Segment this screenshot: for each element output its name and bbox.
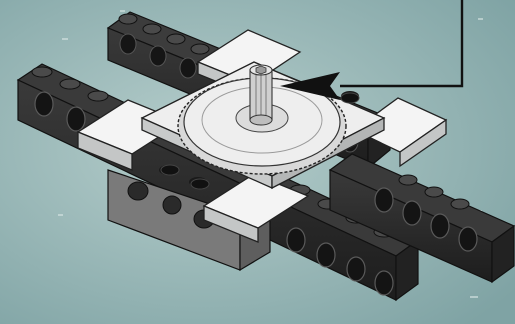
axle (250, 65, 272, 125)
